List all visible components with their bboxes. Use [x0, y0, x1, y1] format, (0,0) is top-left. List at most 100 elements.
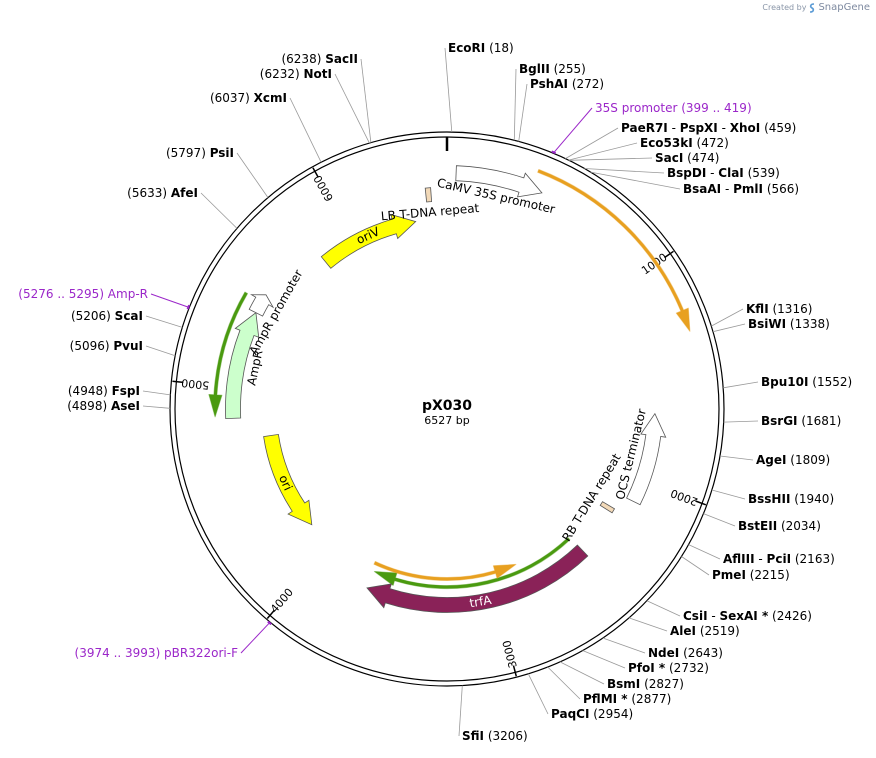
credit-brand: SnapGene — [818, 2, 870, 13]
plasmid-backbone — [169, 131, 725, 687]
credit-prefix: Created by — [762, 3, 807, 12]
primer-label-amp-r: (5276 .. 5295) Amp-R — [18, 287, 148, 301]
tick-mark — [312, 167, 319, 178]
site-leader — [547, 666, 581, 700]
site-label-bglii: BglII (255) — [519, 62, 586, 76]
tick-label: 3000 — [500, 639, 520, 669]
site-label-afliii: AflIII - PciI (2163) — [723, 552, 835, 566]
feature-camv-35s-promoter — [455, 165, 543, 198]
site-leader — [527, 673, 549, 715]
site-label-sacii: (6238) SacII — [281, 52, 358, 66]
site-leader — [712, 323, 746, 333]
site-label-noti: (6232) NotI — [260, 67, 332, 81]
site-leader — [723, 420, 759, 423]
site-leader — [703, 513, 736, 527]
primer-leader — [240, 621, 271, 654]
site-label-psii: (5797) PsiI — [166, 146, 234, 160]
site-leader — [711, 308, 744, 327]
site-leader — [334, 73, 370, 144]
site-leader — [628, 617, 668, 632]
site-label-bspdi: BspDI - ClaI (539) — [667, 166, 780, 180]
site-label-xcmi: (6037) XcmI — [210, 91, 287, 105]
site-label-bsshii: BssHII (1940) — [748, 492, 834, 506]
site-leader — [458, 685, 463, 737]
site-label-pmei: PmeI (2215) — [712, 568, 790, 582]
site-leader — [200, 192, 238, 229]
orf-arrow — [208, 291, 248, 418]
primer-label-pbr322ori-f: (3974 .. 3993) pBR322ori-F — [75, 646, 239, 660]
tick-mark — [695, 500, 707, 506]
site-label-bsteii: BstEII (2034) — [738, 519, 821, 533]
feature-ampr-promoter — [248, 294, 275, 317]
site-leader — [513, 68, 517, 141]
site-leader — [444, 47, 453, 133]
tick-mark — [266, 609, 276, 619]
site-leader — [559, 661, 605, 685]
site-label-bsmi: BsmI (2827) — [607, 677, 684, 691]
site-leader — [569, 157, 653, 161]
feature-label: LB T-DNA repeat — [380, 201, 480, 223]
site-leader — [688, 544, 721, 560]
site-label-agei: AgeI (1809) — [756, 453, 830, 467]
tick-label: 2000 — [669, 486, 700, 508]
site-leader — [518, 83, 528, 142]
site-leader — [568, 142, 638, 161]
feature-label: ori — [276, 473, 295, 493]
tick-mark — [664, 250, 674, 259]
orf-arrow — [537, 169, 691, 332]
site-label-paqci: PaqCI (2954) — [551, 707, 633, 721]
site-label-bsrgi: BsrGI (1681) — [761, 414, 841, 428]
site-leader — [723, 381, 759, 389]
site-label-kfli: KflI (1316) — [746, 302, 812, 316]
site-label-saci: SacI (474) — [655, 151, 719, 165]
site-leader — [142, 390, 171, 396]
site-leader — [145, 345, 176, 357]
site-label-pfoi: PfoI * (2732) — [628, 661, 709, 675]
tick-mark — [172, 380, 184, 384]
site-label-pshai: PshAI (272) — [530, 77, 604, 91]
site-label-pflmi: PflMI * (2877) — [583, 692, 671, 706]
snapgene-logo-icon — [810, 2, 815, 13]
orf-arrow — [373, 537, 571, 590]
orf-arrow — [373, 561, 517, 581]
site-leader — [590, 171, 681, 190]
primer-marker — [551, 150, 557, 155]
site-label-paer7i: PaeR7I - PspXI - XhoI (459) — [621, 121, 796, 135]
plasmid-size: 6527 bp — [424, 414, 469, 427]
site-label-ndei: NdeI (2643) — [648, 646, 723, 660]
feature-trfa — [366, 544, 589, 613]
site-leader — [681, 556, 710, 576]
feature-label: trfA — [468, 593, 493, 611]
site-label-sfii: SfiI (3206) — [462, 729, 528, 743]
site-leader-lines — [142, 47, 759, 737]
site-label-afei: (5633) AfeI — [127, 186, 198, 200]
site-leader — [142, 405, 171, 409]
feature-oriv — [320, 213, 417, 269]
site-leader — [145, 315, 183, 328]
site-label-bsaai: BsaAI - PmlI (566) — [683, 182, 799, 196]
site-label-ecori: EcoRI (18) — [448, 41, 514, 55]
site-leader — [236, 152, 269, 198]
feature-ocs-terminator — [626, 412, 667, 506]
site-label-bsiwi: BsiWI (1338) — [748, 317, 830, 331]
restriction-site-labels: EcoRI (18) BglII (255)PshAI (272) PaeR7I -… — [67, 41, 852, 743]
site-label-asei: (4898) AseI — [67, 399, 140, 413]
primer-leader — [552, 107, 593, 154]
site-leader — [711, 489, 746, 500]
plasmid-name: pX030 — [422, 398, 472, 414]
site-label-csii: CsiI - SexAI * (2426) — [683, 609, 812, 623]
site-label-alei: AleI (2519) — [670, 624, 740, 638]
orf-arrows — [208, 169, 691, 590]
site-leader — [289, 97, 322, 163]
feature-lb-t-dna-repeat — [424, 187, 433, 203]
site-leader — [582, 650, 626, 669]
site-leader — [360, 58, 372, 143]
site-label-scai: (5206) ScaI — [71, 309, 143, 323]
primer-marker — [267, 620, 272, 626]
site-label-fspi: (4948) FspI — [68, 384, 140, 398]
primer-marker — [186, 304, 191, 310]
feature-ori — [263, 433, 313, 526]
tick-mark — [512, 665, 517, 677]
primer-leader — [150, 293, 190, 308]
